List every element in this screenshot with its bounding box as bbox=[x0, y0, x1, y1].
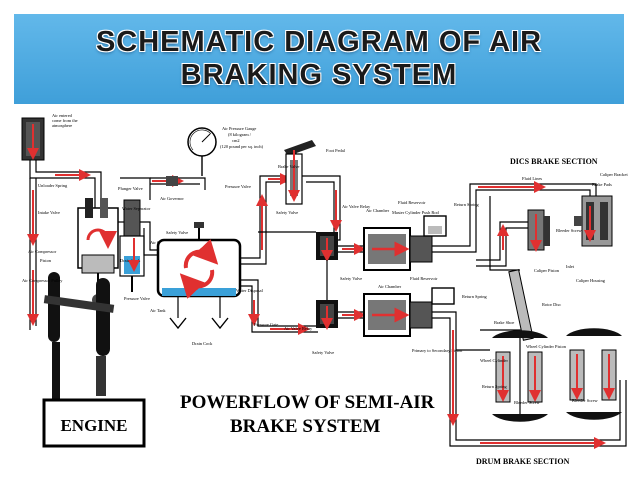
brake-valve-label: Brake Valve bbox=[278, 164, 300, 169]
air-compressor-label: Air Compressor bbox=[28, 249, 57, 254]
drum-fluid-lines bbox=[432, 311, 627, 447]
brake-valve bbox=[284, 140, 316, 205]
water-disposal-label: Water Disposal bbox=[236, 288, 264, 293]
brake-shoe-label: Brake Shoe bbox=[494, 320, 514, 325]
disc-brake-right bbox=[574, 195, 613, 247]
air-inlet-label: Air entered bbox=[52, 113, 73, 118]
intake-pipe bbox=[29, 160, 102, 330]
title-line-1: SCHEMATIC DIAGRAM OF AIR bbox=[95, 26, 543, 58]
engine-box bbox=[42, 398, 146, 448]
air-valve-relay-label: Air Valve Relay bbox=[342, 204, 371, 209]
fluid-reservoir-upper bbox=[423, 215, 447, 237]
engine-shaft bbox=[52, 342, 106, 402]
drain-cock-bottom-label: Drain Cock bbox=[192, 341, 213, 346]
air-tank bbox=[156, 222, 242, 330]
air-pressure-gauge bbox=[187, 127, 217, 176]
drum-section-label: DRUM BRAKE SECTION bbox=[476, 457, 570, 466]
fluid-reservoir-label: Fluid Reservoir bbox=[398, 200, 426, 205]
safety-valve-4-label: Safety Valve bbox=[312, 350, 334, 355]
title-line-2: BRAKING SYSTEM bbox=[180, 59, 458, 91]
compressor-pulley-label: Air Compressor Pulley bbox=[22, 278, 63, 283]
gauge-label: Air Pressure Gauge bbox=[222, 126, 256, 131]
gauge-unit-3: (120 pound per sq. inch) bbox=[220, 144, 264, 149]
relay-pipes bbox=[258, 231, 364, 319]
air-compressor bbox=[77, 198, 119, 306]
air-governor-label: Air Governor bbox=[160, 196, 184, 201]
drain-cock-label: Drain Cock bbox=[120, 258, 141, 263]
air-chamber-upper bbox=[363, 227, 433, 271]
caliper-housing-label: Caliper Housing bbox=[576, 278, 606, 283]
master-cylinder-label: Master Cylinder Push Rod bbox=[392, 210, 440, 215]
air-valve-relay-2-label: Air Valve Relay bbox=[284, 326, 313, 331]
disc-section-label: DICS BRAKE SECTION bbox=[510, 157, 598, 166]
air-governor bbox=[166, 176, 178, 186]
bleeder-screw-3-label: Bleeder Screw bbox=[572, 398, 599, 403]
bleeder-screw-2-label: Bleeder Screw bbox=[514, 400, 541, 405]
piston-label: Piston bbox=[40, 258, 52, 263]
wheel-cylinder-piston-label: Wheel Cylinder Piston bbox=[526, 344, 567, 349]
fluid-lines-label: Fluid Lines bbox=[522, 176, 542, 181]
unloader-spring-label: Unloader Spring bbox=[38, 183, 68, 188]
drum-brake-left bbox=[492, 330, 548, 422]
pressure-gate-label: Pressure Gate bbox=[254, 322, 278, 327]
disc-fluid-lines bbox=[432, 183, 597, 271]
air-valve-relay-upper bbox=[316, 232, 338, 262]
air-chamber-lower bbox=[363, 293, 433, 337]
fluid-reservoir-lower bbox=[431, 287, 455, 305]
rotor-disc-label: Rotor Disc bbox=[542, 302, 561, 307]
disc-brake-left bbox=[508, 209, 550, 341]
engine-label: ENGINE bbox=[60, 416, 127, 435]
title-banner: SCHEMATIC DIAGRAM OF AIR BRAKING SYSTEM bbox=[14, 14, 624, 104]
pressure-valve-left-label: Pressure Valve bbox=[124, 296, 150, 301]
gauge-unit-2: cm2 bbox=[232, 138, 240, 143]
intake-valve-label: Intake Valve bbox=[38, 210, 60, 215]
water-separator bbox=[119, 199, 145, 292]
caliper-bracket-label: Caliper Bracket bbox=[600, 172, 628, 177]
primary-secondary-label: Primary to Secondary Piston bbox=[412, 348, 463, 353]
safety-valve-3-label: Safety Valve bbox=[340, 276, 362, 281]
caption-line-2: BRAKE SYSTEM bbox=[230, 416, 381, 437]
compressor-pulley bbox=[43, 272, 115, 356]
caption-line-1: POWERFLOW OF SEMI-AIR bbox=[180, 392, 435, 413]
drum-brake-right bbox=[566, 328, 622, 420]
air-chamber-2-label: Air Chamber bbox=[378, 284, 402, 289]
water-separator-label: Water Separator bbox=[122, 206, 151, 211]
wheel-cylinder-label: Wheel Cylinder bbox=[480, 358, 508, 363]
safety-valve-2-label: Safety Valve bbox=[276, 210, 298, 215]
air-chamber-label: Air Chamber bbox=[366, 208, 390, 213]
return-spring-label: Return Spring bbox=[454, 202, 480, 207]
air-tank-label: Air Tank bbox=[150, 308, 166, 313]
caliper-piston-label: Caliper Piston bbox=[534, 268, 560, 273]
return-spring-2-label: Return Spring bbox=[462, 294, 488, 299]
gauge-unit-1: (8 kilogram / bbox=[228, 132, 252, 137]
air-valve-relay-lower bbox=[316, 300, 338, 330]
pressure-valve-label: Pressure Valve bbox=[225, 184, 251, 189]
air-inlet-label-3: atmosphere bbox=[52, 123, 72, 128]
inlet-label: Inlet bbox=[566, 264, 575, 269]
brake-pads-label: Brake Pads bbox=[592, 182, 612, 187]
fluid-reservoir-2-label: Fluid Reservoir bbox=[410, 276, 438, 281]
air-filter bbox=[21, 117, 45, 161]
foot-pedal-label: Foot Pedal bbox=[326, 148, 346, 153]
bleeder-screw-label: Bleeder Screw bbox=[556, 228, 583, 233]
return-spring-3-label: Return Spring bbox=[482, 384, 508, 389]
air-inlet-label-2: come from the bbox=[52, 118, 78, 123]
plunger-valve-label: Plunger Valve bbox=[118, 186, 143, 191]
safety-valve-label: Safety Valve bbox=[166, 230, 188, 235]
